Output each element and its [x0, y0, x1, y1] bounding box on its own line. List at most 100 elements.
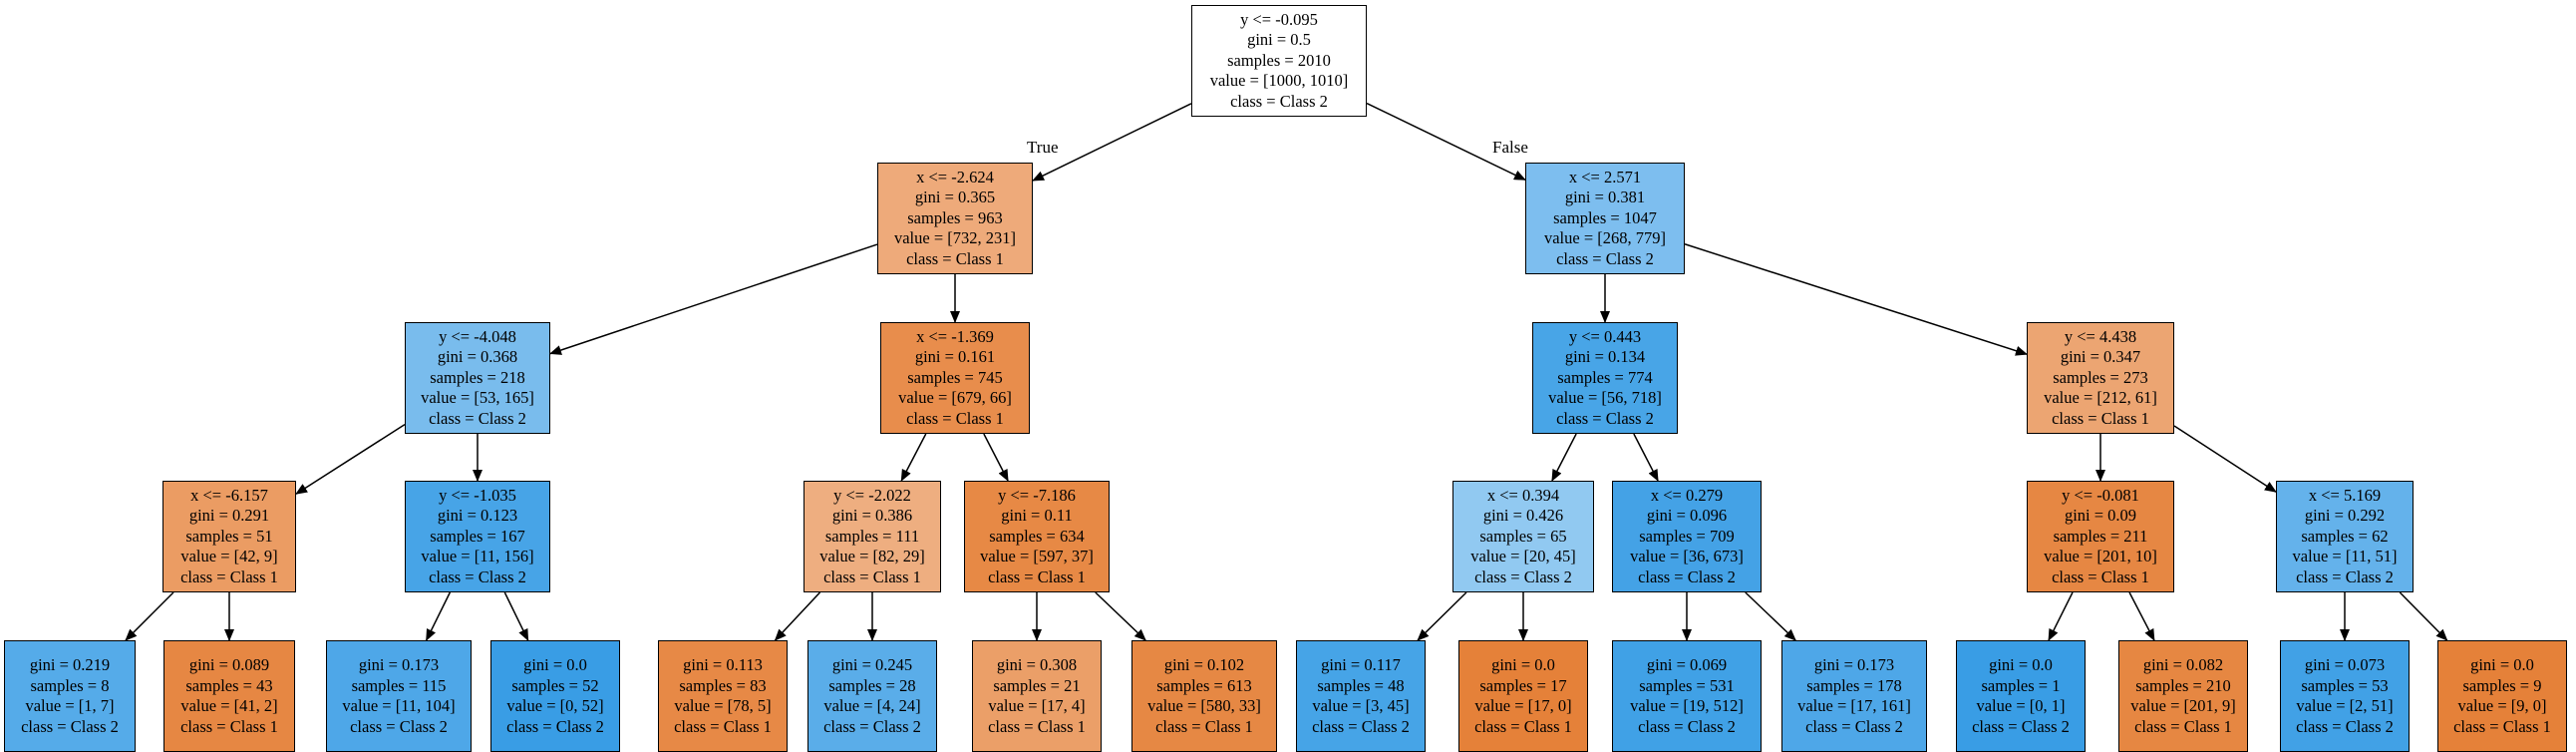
edge-n12-n26: [1745, 591, 1796, 641]
node-text-line: x <= 2.571: [1568, 167, 1642, 187]
node-text-line: samples = 211: [2053, 526, 2148, 546]
node-text-line: gini = 0.386: [831, 506, 913, 526]
node-text-line: class = Class 2: [429, 408, 526, 428]
edge-label-false: False: [1492, 138, 1528, 157]
node-text-line: samples = 8: [30, 675, 110, 695]
node-text-line: gini = 0.426: [1482, 506, 1564, 526]
node-text-line: samples = 531: [1639, 675, 1735, 695]
node-text-line: gini = 0.0: [2470, 655, 2534, 674]
node-text-line: value = [78, 5]: [674, 696, 772, 715]
node-text-line: value = [4, 24]: [823, 696, 921, 715]
node-text-line: samples = 1047: [1553, 207, 1657, 227]
node-text-line: samples = 9: [2462, 675, 2542, 695]
node-text-line: value = [11, 156]: [421, 547, 534, 566]
node-text-line: y <= -4.048: [439, 326, 516, 346]
node-text-line: samples = 634: [989, 526, 1085, 546]
node-text-line: class = Class 2: [506, 716, 604, 736]
node-text-line: class = Class 2: [429, 566, 526, 586]
node-text-line: gini = 0.082: [2142, 655, 2224, 674]
node-text-line: gini = 0.0: [1491, 655, 1555, 674]
node-text-line: gini = 0.368: [437, 347, 518, 367]
edge-n8-n17: [425, 591, 452, 641]
node-text-line: value = [53, 165]: [421, 388, 534, 408]
edge-n3-n7: [295, 423, 406, 495]
node-text-line: value = [679, 66]: [898, 388, 1012, 408]
node-text-line: samples = 83: [679, 675, 767, 695]
node-text-line: value = [201, 9]: [2130, 696, 2236, 715]
node-text-line: value = [17, 4]: [988, 696, 1086, 715]
node-text-line: gini = 0.365: [914, 188, 996, 207]
node-text-line: samples = 48: [1317, 675, 1405, 695]
node-text-line: gini = 0.347: [2060, 347, 2141, 367]
edge-n4-n10: [983, 433, 1009, 482]
node-text-line: value = [19, 512]: [1630, 696, 1744, 715]
node-text-line: samples = 2010: [1227, 50, 1331, 70]
node-text-line: samples = 65: [1479, 526, 1567, 546]
node-text-line: y <= -0.081: [2062, 485, 2139, 505]
node-text-line: class = Class 2: [1972, 716, 2070, 736]
node-text-line: value = [56, 718]: [1548, 388, 1662, 408]
edge-n13-n27: [2048, 591, 2074, 641]
node-text-line: value = [20, 45]: [1470, 547, 1576, 566]
node-text-line: samples = 51: [185, 526, 273, 546]
node-text-line: class = Class 2: [1474, 566, 1572, 586]
node-text-line: samples = 709: [1639, 526, 1735, 546]
node-text-line: class = Class 2: [2296, 566, 2394, 586]
node-text-line: class = Class 1: [823, 566, 921, 586]
node-text-line: value = [1000, 1010]: [1209, 71, 1349, 91]
node-text-line: value = [9, 0]: [2457, 696, 2547, 715]
node-text-line: gini = 0.292: [2304, 506, 2386, 526]
node-text-line: gini = 0.219: [29, 655, 111, 674]
node-text-line: samples = 273: [2053, 367, 2148, 387]
node-text-line: y <= -7.186: [998, 485, 1076, 505]
edge-label-true: True: [1027, 138, 1059, 157]
node-text-line: y <= -1.035: [439, 485, 516, 505]
node-text-line: class = Class 2: [1230, 91, 1328, 111]
node-text-line: samples = 745: [907, 367, 1003, 387]
node-text-line: value = [201, 10]: [2044, 547, 2157, 566]
node-text-line: samples = 613: [1156, 675, 1252, 695]
node-text-line: class = Class 1: [674, 716, 772, 736]
edge-n10-n22: [1095, 591, 1146, 641]
node-text-line: class = Class 1: [2052, 566, 2149, 586]
node-text-line: gini = 0.381: [1564, 188, 1646, 207]
node-text-line: samples = 178: [1806, 675, 1902, 695]
node-text-line: value = [11, 104]: [342, 696, 456, 715]
node-text-line: value = [82, 29]: [819, 547, 925, 566]
edge-n6-n14: [2173, 425, 2277, 493]
node-text-line: value = [1, 7]: [25, 696, 115, 715]
node-text-line: gini = 0.117: [1321, 655, 1401, 674]
node-text-line: gini = 0.134: [1564, 347, 1646, 367]
node-text-line: x <= -1.369: [916, 326, 994, 346]
node-text-line: samples = 111: [824, 526, 920, 546]
edge-n2-n6: [1684, 243, 2028, 356]
node-text-line: class = Class 2: [1556, 248, 1654, 268]
node-text-line: class = Class 2: [1638, 566, 1736, 586]
node-text-line: class = Class 1: [180, 566, 278, 586]
node-text-line: class = Class 1: [906, 408, 1004, 428]
node-text-line: class = Class 1: [2052, 408, 2149, 428]
node-text-line: samples = 17: [1479, 675, 1567, 695]
node-text-line: gini = 0.5: [1247, 30, 1311, 50]
node-text-line: gini = 0.173: [358, 655, 440, 674]
edge-n5-n12: [1633, 433, 1659, 482]
node-text-line: x <= 5.169: [2308, 485, 2382, 505]
node-text-line: value = [42, 9]: [180, 547, 278, 566]
node-text-line: samples = 52: [511, 675, 599, 695]
node-text-line: class = Class 1: [906, 248, 1004, 268]
node-text-line: class = Class 2: [2296, 716, 2394, 736]
node-text-line: gini = 0.102: [1163, 655, 1245, 674]
node-text-line: class = Class 1: [988, 566, 1086, 586]
